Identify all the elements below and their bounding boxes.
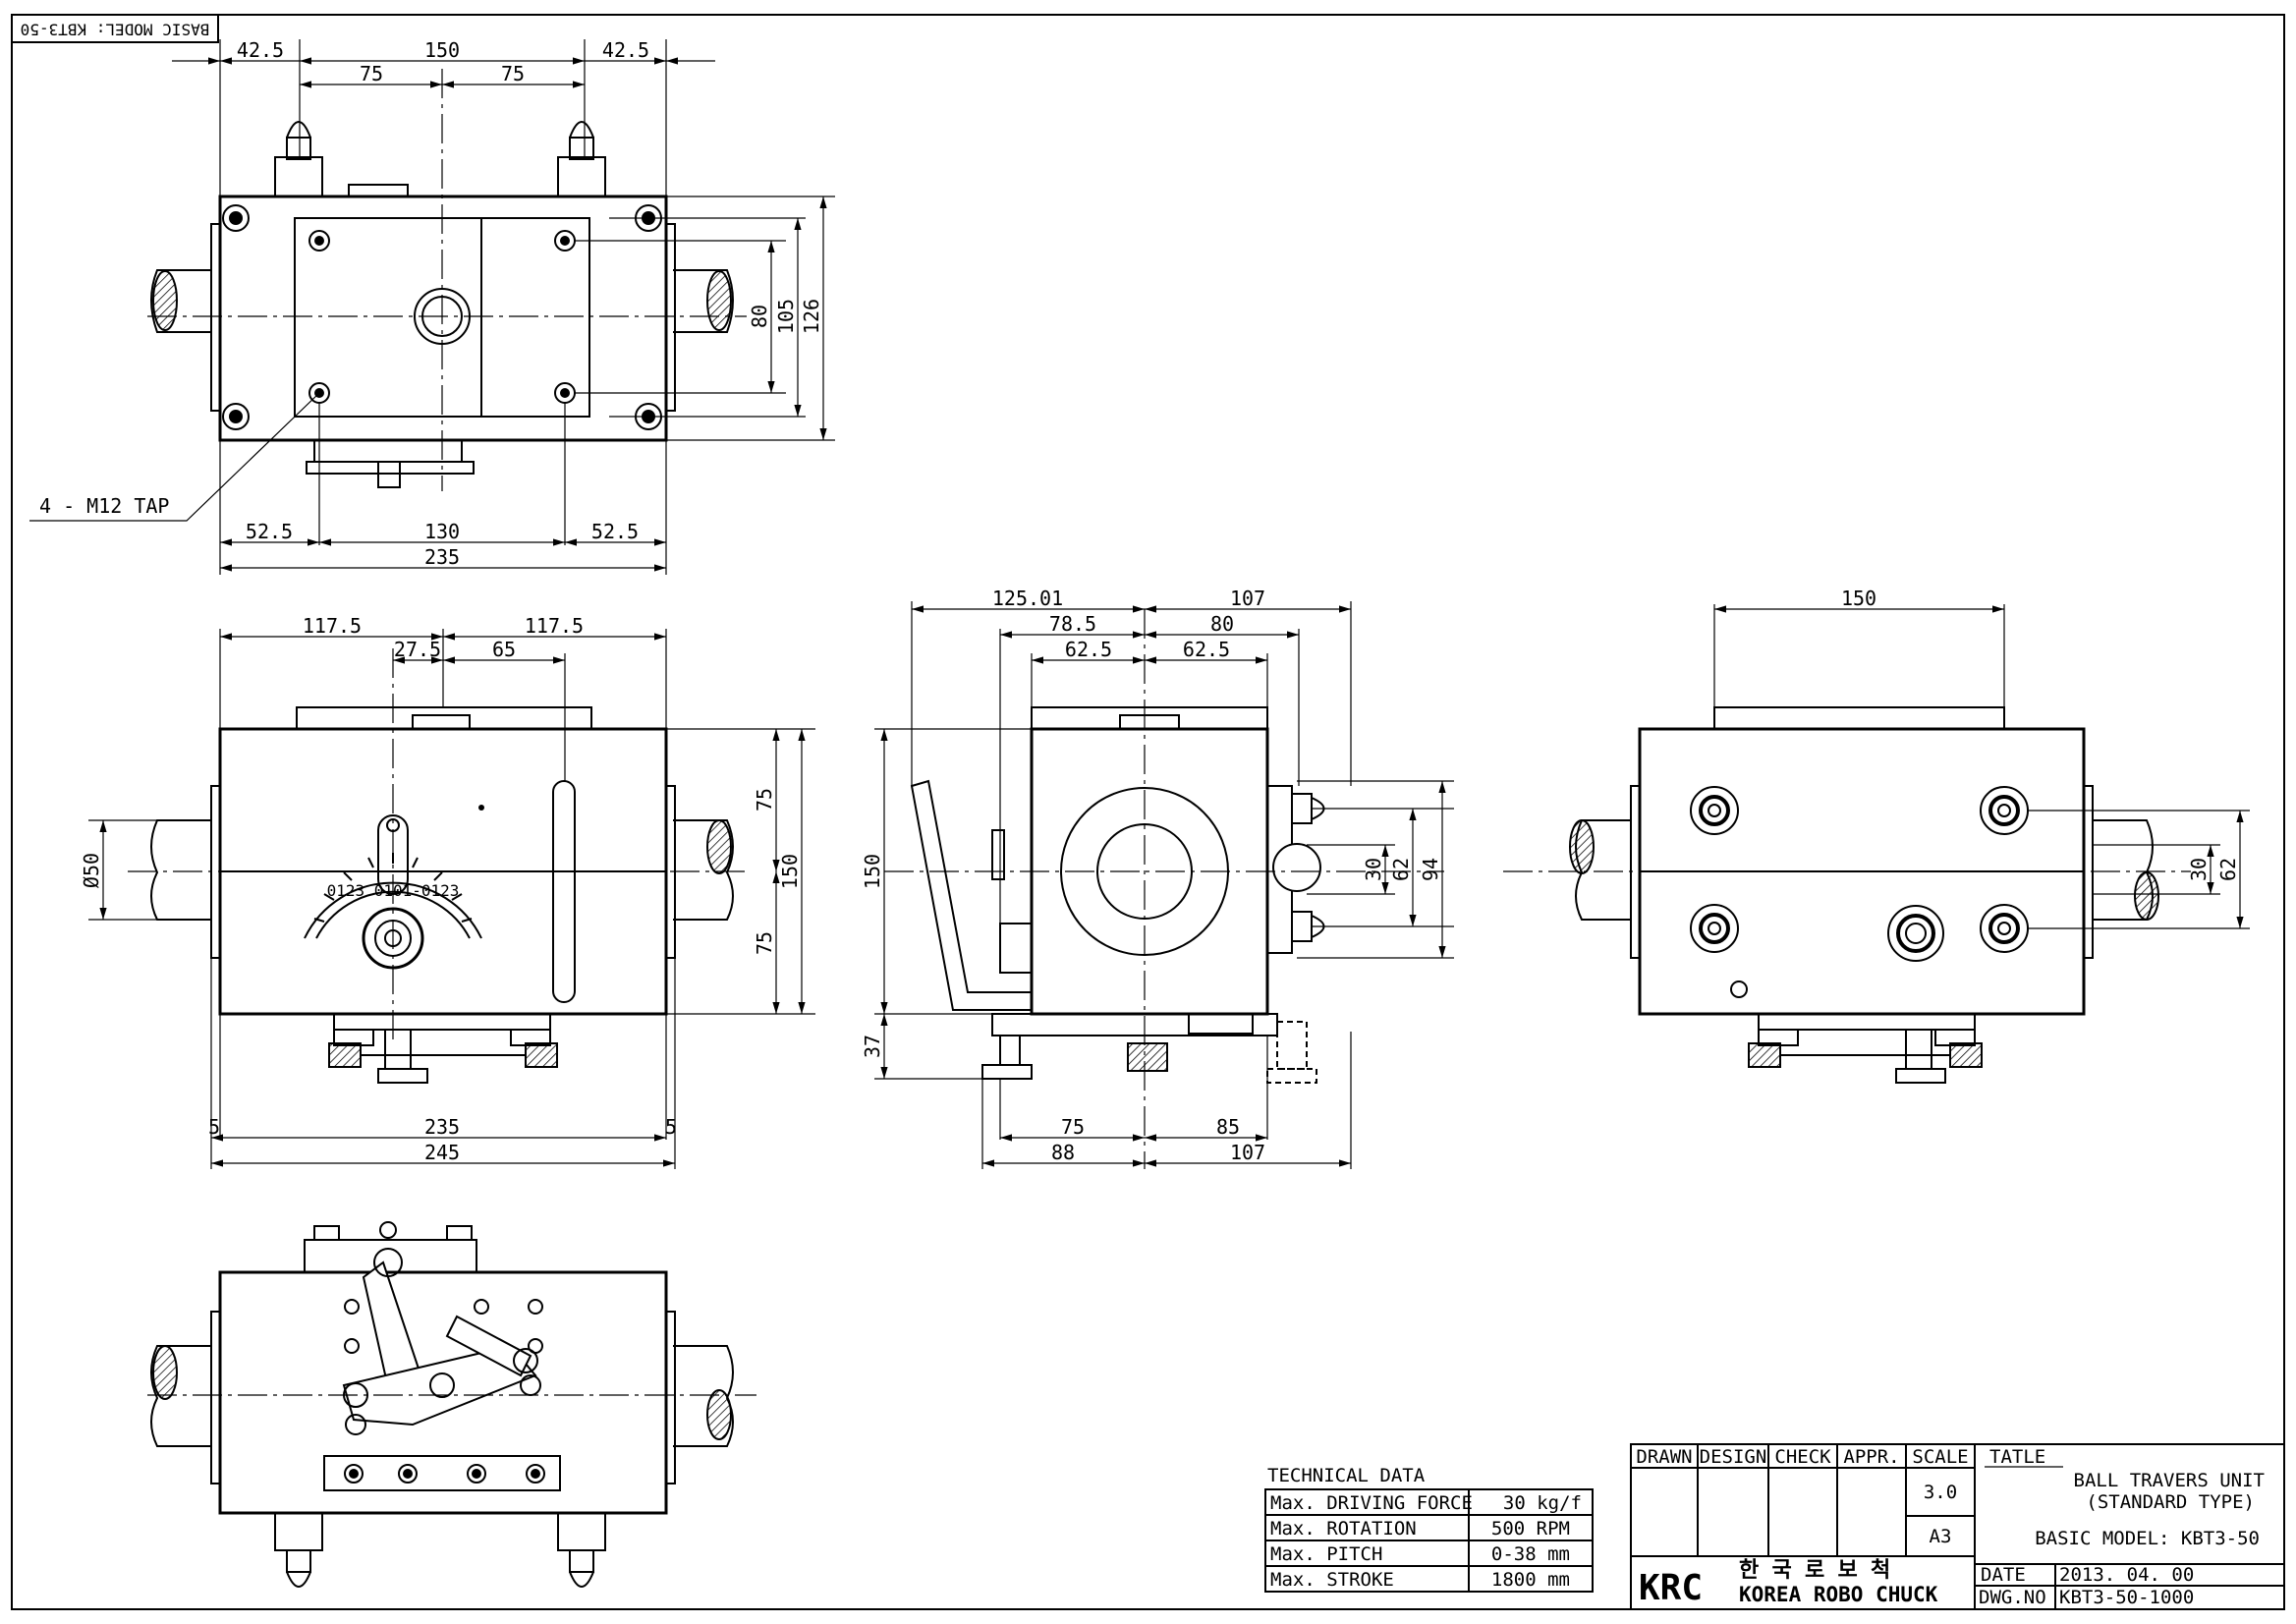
tb-korean-name: 한 국 로 보 척 <box>1739 1558 1890 1583</box>
dim-side-14: 88 <box>1051 1141 1075 1164</box>
dim-rear-2: 30 <box>2187 858 2211 881</box>
dim-top-12: 126 <box>800 299 823 334</box>
dim-top-3: 42.5 <box>602 38 649 62</box>
dim-top-6: 52.5 <box>246 520 293 543</box>
dim-top-10: 80 <box>748 305 771 328</box>
tb-header-drawn: DRAWN <box>1636 1446 1692 1468</box>
dim-side-8: 37 <box>861 1035 884 1058</box>
dim-side-11: 94 <box>1419 858 1442 881</box>
dim-top-9: 235 <box>424 545 460 569</box>
dim-side-5: 62.5 <box>1065 638 1112 661</box>
tech-row-4-value: 1800 mm <box>1491 1569 1570 1591</box>
dim-top-8: 52.5 <box>591 520 639 543</box>
dim-side-13: 85 <box>1216 1115 1240 1139</box>
tech-row-2-label: Max. ROTATION <box>1270 1518 1417 1540</box>
dim-front-6: 150 <box>778 854 802 889</box>
bottom-view <box>147 1221 756 1588</box>
dim-front-9: 5 <box>208 1115 220 1139</box>
side-view: 125.01 107 78.5 80 62.5 62.5 150 37 30 6… <box>861 587 1454 1169</box>
dim-front-3: 27.5 <box>394 638 441 661</box>
tb-dwgno-label: DWG.NO <box>1979 1587 2046 1608</box>
dim-side-4: 80 <box>1210 612 1234 636</box>
tech-row-2-value: 500 RPM <box>1491 1518 1570 1540</box>
basic-model-tag-text: BASIC MODEL: KBT3-50 <box>21 21 210 39</box>
sheet-border <box>11 14 2285 1610</box>
dim-front-12: 245 <box>424 1141 460 1164</box>
dim-top-11: 105 <box>774 299 798 334</box>
dim-rear-1: 150 <box>1841 587 1876 610</box>
tech-row-3-label: Max. PITCH <box>1270 1543 1382 1565</box>
tb-header-design: DESIGN <box>1700 1446 1767 1468</box>
tb-dwgno-value: KBT3-50-1000 <box>2059 1587 2194 1608</box>
dim-front-4: 65 <box>492 638 516 661</box>
dim-front-11: 5 <box>665 1115 677 1139</box>
tech-row-1-value: 30 kg/f <box>1503 1492 1582 1514</box>
tb-header-appr: APPR. <box>1843 1446 1899 1468</box>
basic-model-tag: BASIC MODEL: KBT3-50 <box>11 14 219 43</box>
dim-front-7: 75 <box>753 931 776 955</box>
tb-product-title: BALL TRAVERS UNIT <box>2074 1470 2265 1491</box>
dim-front-5: 75 <box>753 788 776 812</box>
krc-logo: KRC <box>1639 1568 1703 1608</box>
tech-row-4-label: Max. STROKE <box>1270 1569 1394 1591</box>
dim-side-7: 150 <box>861 854 884 889</box>
dim-side-15: 107 <box>1230 1141 1265 1164</box>
dim-top-4: 75 <box>360 62 383 85</box>
dim-side-9: 30 <box>1362 858 1385 881</box>
tb-tatle-label: TATLE <box>1989 1446 2045 1468</box>
tech-row-1-label: Max. DRIVING FORCE <box>1270 1492 1473 1514</box>
tb-header-check: CHECK <box>1774 1446 1831 1468</box>
tb-paper-size: A3 <box>1930 1526 1952 1547</box>
tb-company: KOREA ROBO CHUCK <box>1739 1583 1938 1606</box>
tb-date-value: 2013. 04. 00 <box>2059 1564 2194 1586</box>
rear-view: 150 30 62 <box>1503 587 2250 1084</box>
dim-top-7: 130 <box>424 520 460 543</box>
tb-basic-model: BASIC MODEL: KBT3-50 <box>2035 1528 2260 1549</box>
dim-front-10: 235 <box>424 1115 460 1139</box>
technical-data-title: TECHNICAL DATA <box>1267 1465 1426 1486</box>
dim-top-5: 75 <box>501 62 525 85</box>
dim-front-8: Ø50 <box>80 853 103 888</box>
tb-header-scale: SCALE <box>1912 1446 1968 1468</box>
tb-scale-value: 3.0 <box>1924 1482 1957 1503</box>
front-view: 0123 0101-0123 <box>80 614 815 1169</box>
dim-rear-3: 62 <box>2216 858 2240 881</box>
dim-side-3: 78.5 <box>1049 612 1096 636</box>
dim-side-12: 75 <box>1061 1115 1085 1139</box>
tech-row-3-value: 0-38 mm <box>1491 1543 1570 1565</box>
tb-date-label: DATE <box>1981 1564 2026 1586</box>
dim-front-1: 117.5 <box>303 614 362 638</box>
dim-side-1: 125.01 <box>992 587 1063 610</box>
tb-product-subtitle: (STANDARD TYPE) <box>2086 1491 2255 1513</box>
dim-side-10: 62 <box>1389 858 1413 881</box>
title-block: DRAWN DESIGN CHECK APPR. SCALE 3.0 A3 TA… <box>1630 1443 2285 1610</box>
technical-data-table: TECHNICAL DATA Max. DRIVING FORCE 30 kg/… <box>1264 1465 1594 1593</box>
top-view: 42.5 150 42.5 75 75 52.5 130 52.5 235 80… <box>29 38 835 575</box>
dim-front-2: 117.5 <box>525 614 584 638</box>
dim-top-1: 42.5 <box>237 38 284 62</box>
dim-side-2: 107 <box>1230 587 1265 610</box>
tap-callout: 4 - M12 TAP <box>39 494 169 518</box>
dim-top-2: 150 <box>424 38 460 62</box>
dim-side-6: 62.5 <box>1183 638 1230 661</box>
